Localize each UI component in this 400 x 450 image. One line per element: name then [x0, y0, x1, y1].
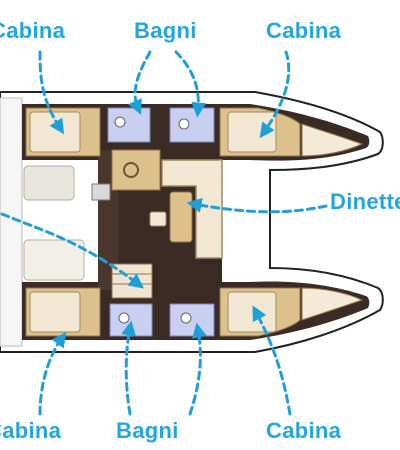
bed-bottom-right: [227, 291, 277, 333]
label-bagni-top: Bagni: [134, 18, 197, 43]
bow-locker-bottom: [301, 287, 364, 321]
toilet-icon: [178, 118, 190, 130]
pointer-arrows: [0, 50, 328, 416]
helm-wheel-icon: [123, 162, 139, 178]
arrow-dinette: [186, 197, 328, 214]
label-cabina-bottom-right: Cabina: [266, 418, 342, 443]
dinette-table: [169, 191, 193, 243]
arrow-cabina-bottom-right: [252, 305, 292, 416]
label-cabina-top-left: Cabina: [0, 18, 66, 43]
arrow-cabina-top-right: [259, 50, 291, 139]
bathroom-top-1: [107, 107, 151, 143]
toilet-icon: [114, 116, 126, 128]
aft-deck: [0, 97, 23, 347]
arrow-bagni-top-2: [174, 50, 207, 118]
bow-locker-top: [301, 123, 364, 157]
toilet-icon: [118, 312, 130, 324]
bathroom-bottom-1: [109, 303, 153, 337]
arrow-bagni-top-1: [128, 50, 152, 115]
label-dinette: Dinette: [330, 189, 400, 214]
bathroom-top-2: [169, 107, 215, 143]
saloon-stool: [149, 211, 167, 227]
arrow-cabina-top-left: [38, 50, 65, 135]
label-cabina-top-right: Cabina: [266, 18, 342, 43]
bed-bottom-left: [29, 291, 81, 333]
bed-top-right: [227, 111, 277, 153]
galley-counter: [111, 149, 161, 191]
label-cabina-bottom-left: Cabina: [0, 418, 62, 443]
dinette-sofa: [161, 159, 223, 259]
cockpit-bench: [23, 239, 85, 281]
cockpit-table: [23, 165, 75, 201]
arrow-cabina-bottom-left: [38, 331, 67, 416]
toilet-icon: [180, 312, 192, 324]
galley-stove: [91, 183, 111, 201]
label-bagni-bottom: Bagni: [116, 418, 179, 443]
bathroom-bottom-2: [169, 303, 215, 337]
arrow-bagni-bottom-1: [121, 320, 136, 416]
bed-top-left: [29, 111, 81, 153]
arrow-bagni-bottom-2: [188, 322, 207, 416]
arrow-stairs: [0, 212, 144, 289]
